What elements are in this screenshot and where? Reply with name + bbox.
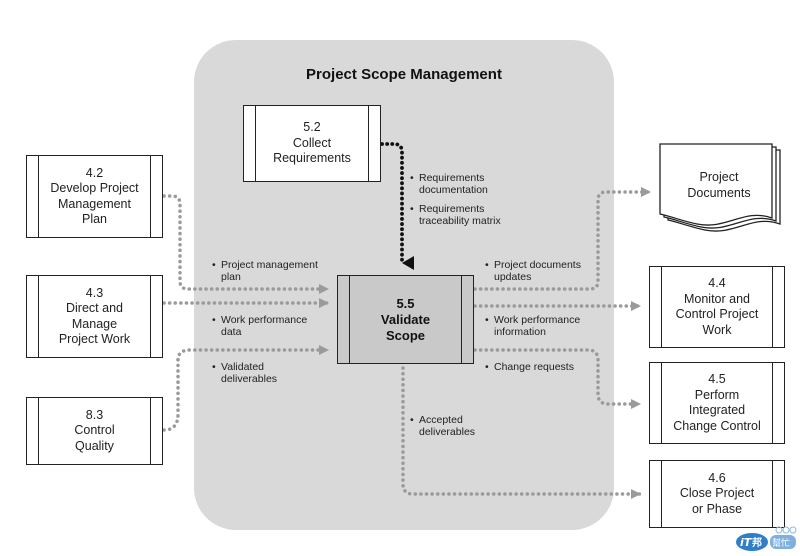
ithome-watermark-logo: iT 邦 幫忙 [736,526,797,551]
process-name-line: Collect [292,135,332,150]
flow-accepted-deliverables [401,366,642,499]
process-number: 5.5 [396,295,415,311]
label-requirements-documentation: •Requirements documentation [410,172,488,196]
doc-label-line: Documents [687,185,751,200]
label-work-performance-data: •Work performance data [212,314,308,338]
label-line: deliverables [419,426,476,438]
process-name-line: Validate [380,311,431,327]
label-line: documentation [419,184,488,196]
process-4-6-close-project[interactable]: 4.6 Close Project or Phase [649,460,785,528]
label-line: Change requests [494,361,574,373]
flow-requirements [380,142,414,270]
label-line: Work performance [221,314,308,326]
label-pm-plan: •Project management plan [212,259,318,283]
logo-badge [770,535,796,549]
label-project-documents-updates: •Project documents updates [485,259,581,283]
flow-project-doc-updates [473,187,652,291]
label-accepted-deliverables: •Accepted deliverables [410,414,476,438]
process-name-line: Requirements [273,151,351,166]
process-name-line: Direct and [66,301,123,315]
people-icon [775,526,783,534]
logo-text-bang: 邦 [752,536,762,549]
process-name-line: Scope [385,327,425,343]
label-requirements-traceability: •Requirements traceability matrix [410,203,501,227]
label-line: Accepted [419,414,463,426]
process-8-3-control-quality[interactable]: 8.3 Control Quality [26,397,163,465]
process-name-line: Plan [81,212,108,226]
process-name-line: Develop Project [50,181,139,195]
process-name-line: Project Work [58,332,131,346]
process-name-line: Control Project [675,307,759,321]
process-name-line: Management [58,196,131,211]
label-line: Project management [221,259,318,271]
people-icon [782,526,790,534]
label-work-performance-information: •Work performance information [485,314,581,338]
doc-label-line: Project [699,170,739,184]
process-name-line: Close Project [679,486,755,501]
process-name-line: Monitor and [683,291,750,306]
label-line: Work performance [494,314,581,326]
flow-validated-deliverables [162,345,330,432]
project-documents-icon [659,143,781,232]
flow-pm-plan [162,194,330,294]
process-4-4-monitor-control-work[interactable]: 4.4 Monitor and Control Project Work [649,266,785,348]
label-line: information [494,326,546,338]
process-name-line: or Phase [691,501,743,516]
process-name-line: Change Control [673,418,761,433]
process-name-line: Quality [75,438,114,453]
process-name-line: Manage [71,316,118,331]
label-line: Requirements [419,203,485,215]
label-line: updates [494,271,532,283]
label-line: deliverables [221,373,278,385]
process-name-line: Work [702,322,732,337]
logo-oval [736,533,768,551]
label-line: Project documents [494,259,581,271]
process-number: 4.4 [708,276,726,290]
process-number: 4.2 [85,165,104,180]
process-number: 4.3 [85,285,104,300]
process-5-2-collect-requirements[interactable]: 5.2 Collect Requirements [243,105,381,182]
label-line: Validated [221,361,265,373]
process-number: 5.2 [303,120,321,135]
label-change-requests: •Change requests [485,361,574,373]
flow-change-requests [473,348,642,409]
process-number: 8.3 [85,407,104,422]
process-4-3-direct-manage-work[interactable]: 4.3 Direct and Manage Project Work [26,275,163,358]
label-line: traceability matrix [419,215,501,227]
panel-title: Project Scope Management [306,66,502,83]
label-line: plan [221,271,241,283]
process-4-5-integrated-change-control[interactable]: 4.5 Perform Integrated Change Control [649,362,785,444]
process-5-5-validate-scope[interactable]: 5.5 Validate Scope [337,275,474,364]
logo-text-it: iT [740,536,753,549]
project-documents-label: Project Documents [664,170,774,201]
logo-text-bangmang: 幫忙 [772,537,790,549]
process-name-line: Integrated [688,403,746,417]
process-4-2-develop-pm-plan[interactable]: 4.2 Develop Project Management Plan [26,155,163,238]
process-name-line: Perform [694,387,740,402]
people-icon [789,526,797,534]
label-validated-deliverables: •Validated deliverables [212,361,278,385]
label-line: Requirements [419,172,485,184]
process-name-line: Control [74,423,115,438]
process-number: 4.6 [708,470,726,485]
label-line: data [221,326,242,338]
process-number: 4.5 [708,372,726,386]
